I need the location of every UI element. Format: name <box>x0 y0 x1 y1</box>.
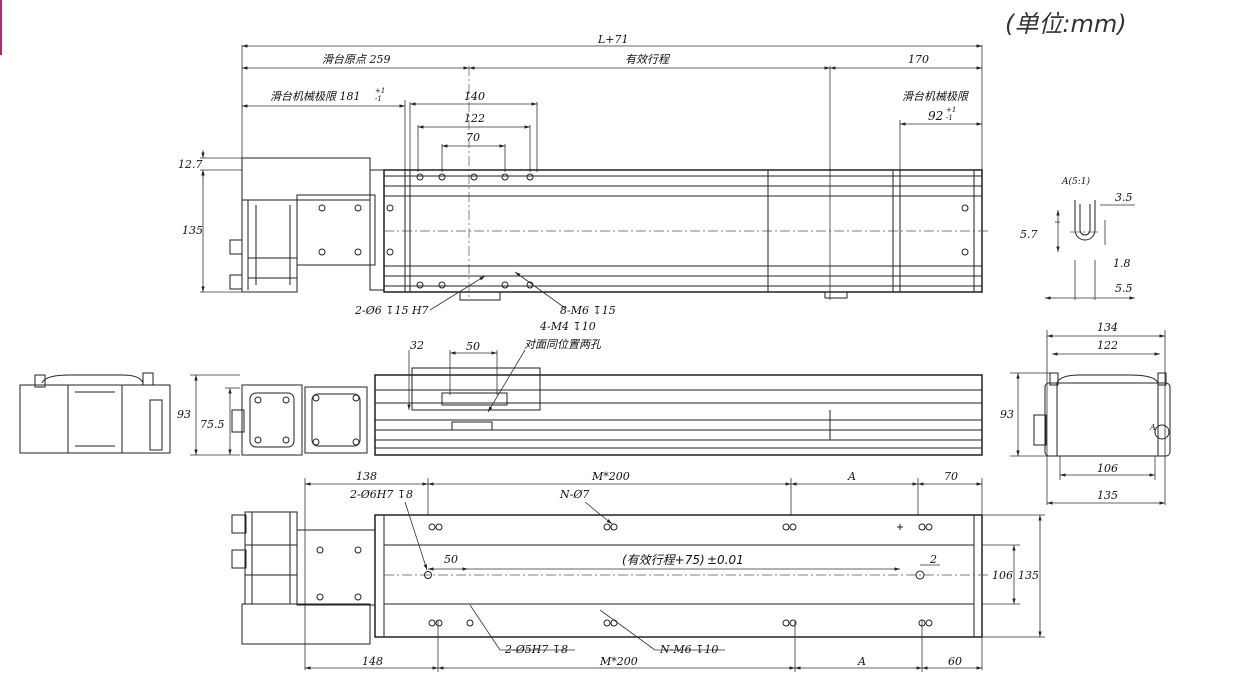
detail-a-title: A(5:1) <box>1061 176 1090 187</box>
dim-bottom-60: 60 <box>948 655 962 668</box>
callout-pin-bottom-top: 2-Ø6H7 ↧8 <box>349 488 413 501</box>
dim-12-7: 12.7 <box>178 158 203 171</box>
dim-bottom-135: 135 <box>1018 569 1039 582</box>
dim-overall: L+71 <box>597 33 629 46</box>
dim-170: 170 <box>908 53 929 66</box>
callout-m4-top: 4-M4 ↧10 <box>539 320 596 333</box>
dim-92: 92 <box>928 109 943 123</box>
callout-pin-bottom: 2-Ø5H7 ↧8 <box>504 643 568 656</box>
dim-bottom-148: 148 <box>362 655 383 668</box>
callout-pin-top: 2-Ø6 ↧15 H7 <box>354 304 429 317</box>
dim-bottom-138: 138 <box>356 470 377 483</box>
note-opposite-holes: 对面同位置两孔 <box>524 338 602 351</box>
dim-bottom-50: 50 <box>444 553 458 566</box>
stroke-tolerance: ±0.01 <box>707 553 744 567</box>
dim-slide-limit-left-tol-dn: -1 <box>375 95 382 103</box>
detail-a-1-8: 1.8 <box>1113 257 1131 270</box>
dim-bottom-a-bot: A <box>857 655 866 668</box>
dim-70: 70 <box>466 131 480 144</box>
dim-end-93: 93 <box>1000 408 1014 421</box>
stroke-note: (有效行程+75) <box>622 553 705 567</box>
dim-slide-limit-left-tol-up: +1 <box>375 87 385 95</box>
dim-side-50: 50 <box>466 340 480 353</box>
detail-a-5-5: 5.5 <box>1115 282 1133 295</box>
dim-slide-limit-left: 滑台机械极限 181 <box>270 90 361 103</box>
dim-end-106: 106 <box>1097 462 1118 475</box>
callout-m6-top: 8-M6 ↧15 <box>560 304 616 317</box>
dim-end-122: 122 <box>1097 339 1118 352</box>
detail-a-3-5: 3.5 <box>1115 191 1133 204</box>
dim-122: 122 <box>464 112 485 125</box>
dim-slide-origin: 滑台原点 259 <box>322 53 391 66</box>
bottom-view: 138 M*200 A 70 <box>231 470 1045 672</box>
top-view: L+71 滑台原点 259 有效行程 170 滑台机械极限 181 +1 -1 … <box>178 33 990 333</box>
dim-side-93: 93 <box>177 408 191 421</box>
dim-effective-stroke: 有效行程 <box>625 53 671 66</box>
dim-bottom-a-top: A <box>847 470 856 483</box>
dim-bottom-m200-bot: M*200 <box>599 655 638 668</box>
dim-92-tol-dn: -1 <box>946 114 953 122</box>
detail-a: A(5:1) 5.7 3.5 1.8 5.5 <box>1020 176 1135 300</box>
dim-side-75-5: 75.5 <box>200 418 225 431</box>
mark-a-end: A <box>1149 423 1156 432</box>
dim-end-134: 134 <box>1097 321 1118 334</box>
end-view: 134 122 93 A 106 135 <box>1000 321 1171 505</box>
dim-92-tol-up: +1 <box>946 106 956 114</box>
dim-side-32: 32 <box>410 339 424 352</box>
dim-bottom-106: 106 <box>992 569 1013 582</box>
detail-a-5-7: 5.7 <box>1020 228 1038 241</box>
dim-140: 140 <box>464 90 485 103</box>
dim-bottom-70: 70 <box>944 470 958 483</box>
dim-bottom-m200-top: M*200 <box>591 470 630 483</box>
dim-135: 135 <box>182 224 203 237</box>
dim-bottom-2: 2 <box>929 553 937 566</box>
callout-n-m6: N-M6 ↧10 <box>659 643 718 656</box>
callout-n7: N-Ø7 <box>559 488 589 501</box>
side-view: 93 75.5 32 50 对面同位置两孔 <box>19 338 983 456</box>
dim-end-135: 135 <box>1097 489 1118 502</box>
dim-slide-limit-right: 滑台机械极限 <box>902 90 969 103</box>
unit-label: (单位:mm) <box>1005 10 1127 38</box>
